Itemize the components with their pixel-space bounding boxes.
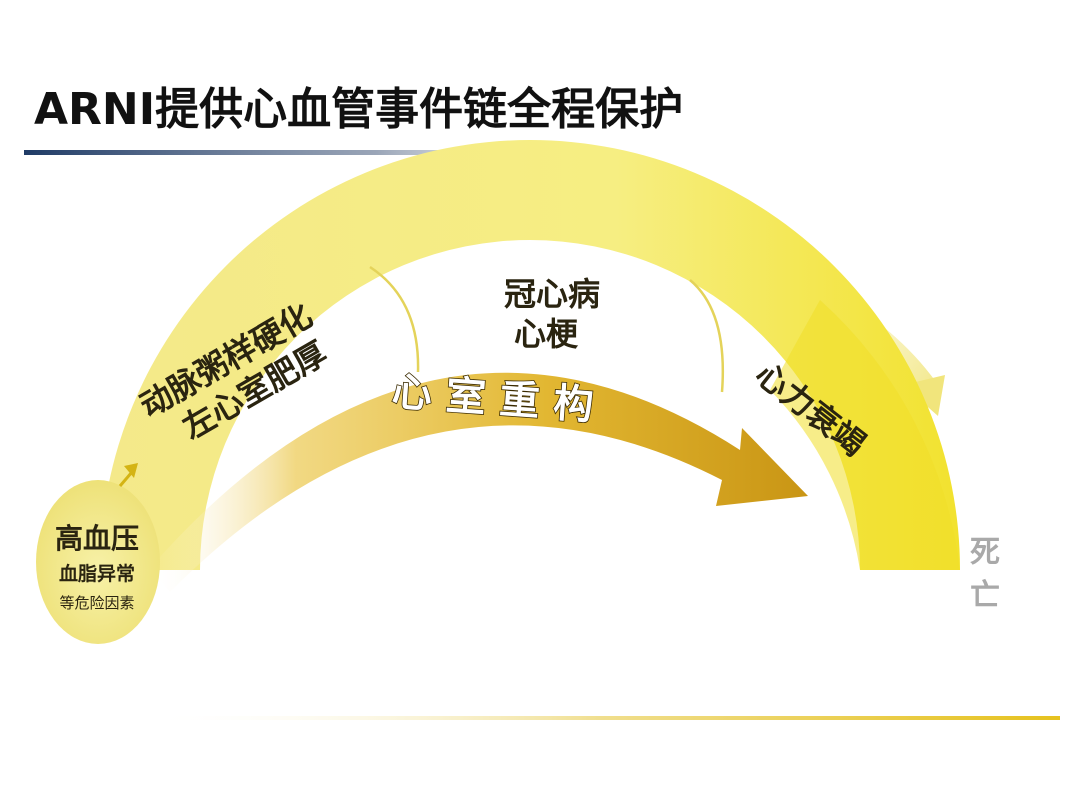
footer-rule: [150, 716, 1060, 720]
small-up-arrow-head: [124, 463, 138, 478]
risk-factor-dyslipidemia: 血脂异常: [59, 562, 135, 585]
segment-coronary-line1: 冠心病: [504, 275, 600, 313]
endpoint-death-line1: 死: [970, 535, 1000, 570]
arc-divider-2: [689, 279, 725, 393]
heart-failure-segment-shade: [770, 300, 960, 570]
risk-factor-bubble: [36, 480, 160, 644]
small-up-arrow: [118, 471, 134, 487]
risk-factor-other: 等危险因素: [59, 594, 134, 612]
event-chain-arc: [100, 140, 960, 570]
title-underline: [24, 150, 664, 155]
endpoint-death-line2: 亡: [970, 578, 1000, 613]
arc-divider-1: [369, 265, 420, 373]
segment-coronary-line2: 心梗: [514, 315, 579, 353]
risk-factor-hypertension: 高血压: [55, 522, 139, 555]
page-title: ARNI提供心血管事件链全程保护: [34, 84, 683, 135]
remodeling-arrow: [150, 372, 808, 592]
